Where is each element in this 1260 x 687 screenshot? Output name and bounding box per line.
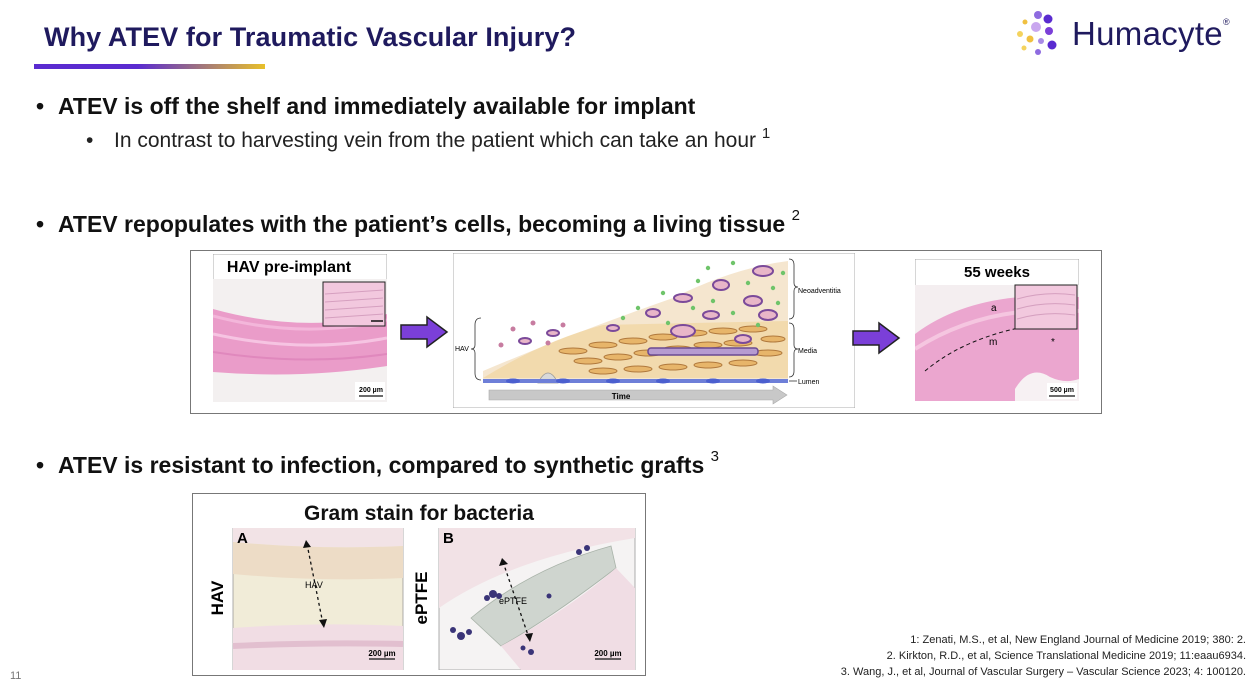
arrow-right-icon-2 [852, 321, 901, 355]
sub-bullet-harvesting: •In contrast to harvesting vein from the… [86, 125, 771, 152]
panel-b-scale: 200 µm [594, 649, 621, 658]
panel-a-hav-micrograph: HAV A HAV 200 µm [209, 528, 404, 670]
panel-a-letter: A [237, 530, 248, 547]
dot-cluster-logo-icon [1017, 11, 1057, 55]
label-star: * [1051, 337, 1055, 348]
label-neoadventitia: Neoadventitia [798, 288, 841, 295]
panel-a-scale: 200 µm [368, 649, 395, 658]
reference-1: 1: Zenati, M.S., et al, New England Jour… [910, 634, 1246, 646]
reference-2: 2. Kirkton, R.D., et al, Science Transla… [886, 650, 1246, 662]
figure-gram-stain: Gram stain for bacteria HAV A HAV 200 µm… [192, 493, 646, 676]
gram-stain-title: Gram stain for bacteria [304, 502, 534, 525]
week-55-title: 55 weeks [964, 264, 1030, 281]
scale-label-left: 200 µm [359, 387, 383, 394]
title-underline [34, 64, 265, 69]
week-55-micrograph: a m * 500 µm 55 weeks [915, 259, 1079, 401]
label-media: Media [798, 348, 817, 355]
label-m: m [989, 337, 997, 348]
panel-b-eptfe-micrograph: ePTFE B ePTFE 200 µm [412, 528, 636, 670]
panel-a-side-label: HAV [209, 580, 227, 615]
label-lumen: Lumen [798, 379, 820, 386]
label-a: a [991, 303, 997, 314]
label-time: Time [612, 392, 631, 401]
page-number: 11 [10, 670, 22, 682]
bullet-infection-resistant: •ATEV is resistant to infection, compare… [36, 448, 719, 478]
panel-b-side-label: ePTFE [412, 572, 431, 625]
references: 1: Zenati, M.S., et al, New England Jour… [841, 632, 1246, 680]
panel-b-letter: B [443, 530, 454, 547]
figure-repopulation: 200 µm HAV pre-implant [190, 250, 1102, 414]
bullet-repopulates: •ATEV repopulates with the patient’s cel… [36, 207, 800, 237]
arrow-right-icon [400, 315, 449, 349]
scale-label-right: 500 µm [1050, 387, 1074, 394]
repopulation-diagram: HAV Neoadventitia Media Lumen Time [453, 253, 855, 408]
reference-3: 3. Wang, J., et al, Journal of Vascular … [840, 666, 1246, 678]
panel-a-inner-label: HAV [305, 580, 323, 590]
hav-pre-implant-title: HAV pre-implant [227, 259, 352, 276]
logo-wordmark: Humacyte® [1072, 15, 1230, 52]
label-hav: HAV [455, 346, 469, 353]
hav-pre-implant-micrograph: 200 µm HAV pre-implant [213, 254, 387, 402]
company-logo: Humacyte® [1012, 10, 1257, 58]
panel-b-inner-label: ePTFE [499, 596, 527, 606]
bullet-off-the-shelf: •ATEV is off the shelf and immediately a… [36, 93, 696, 119]
slide-title: Why ATEV for Traumatic Vascular Injury? [44, 22, 577, 52]
